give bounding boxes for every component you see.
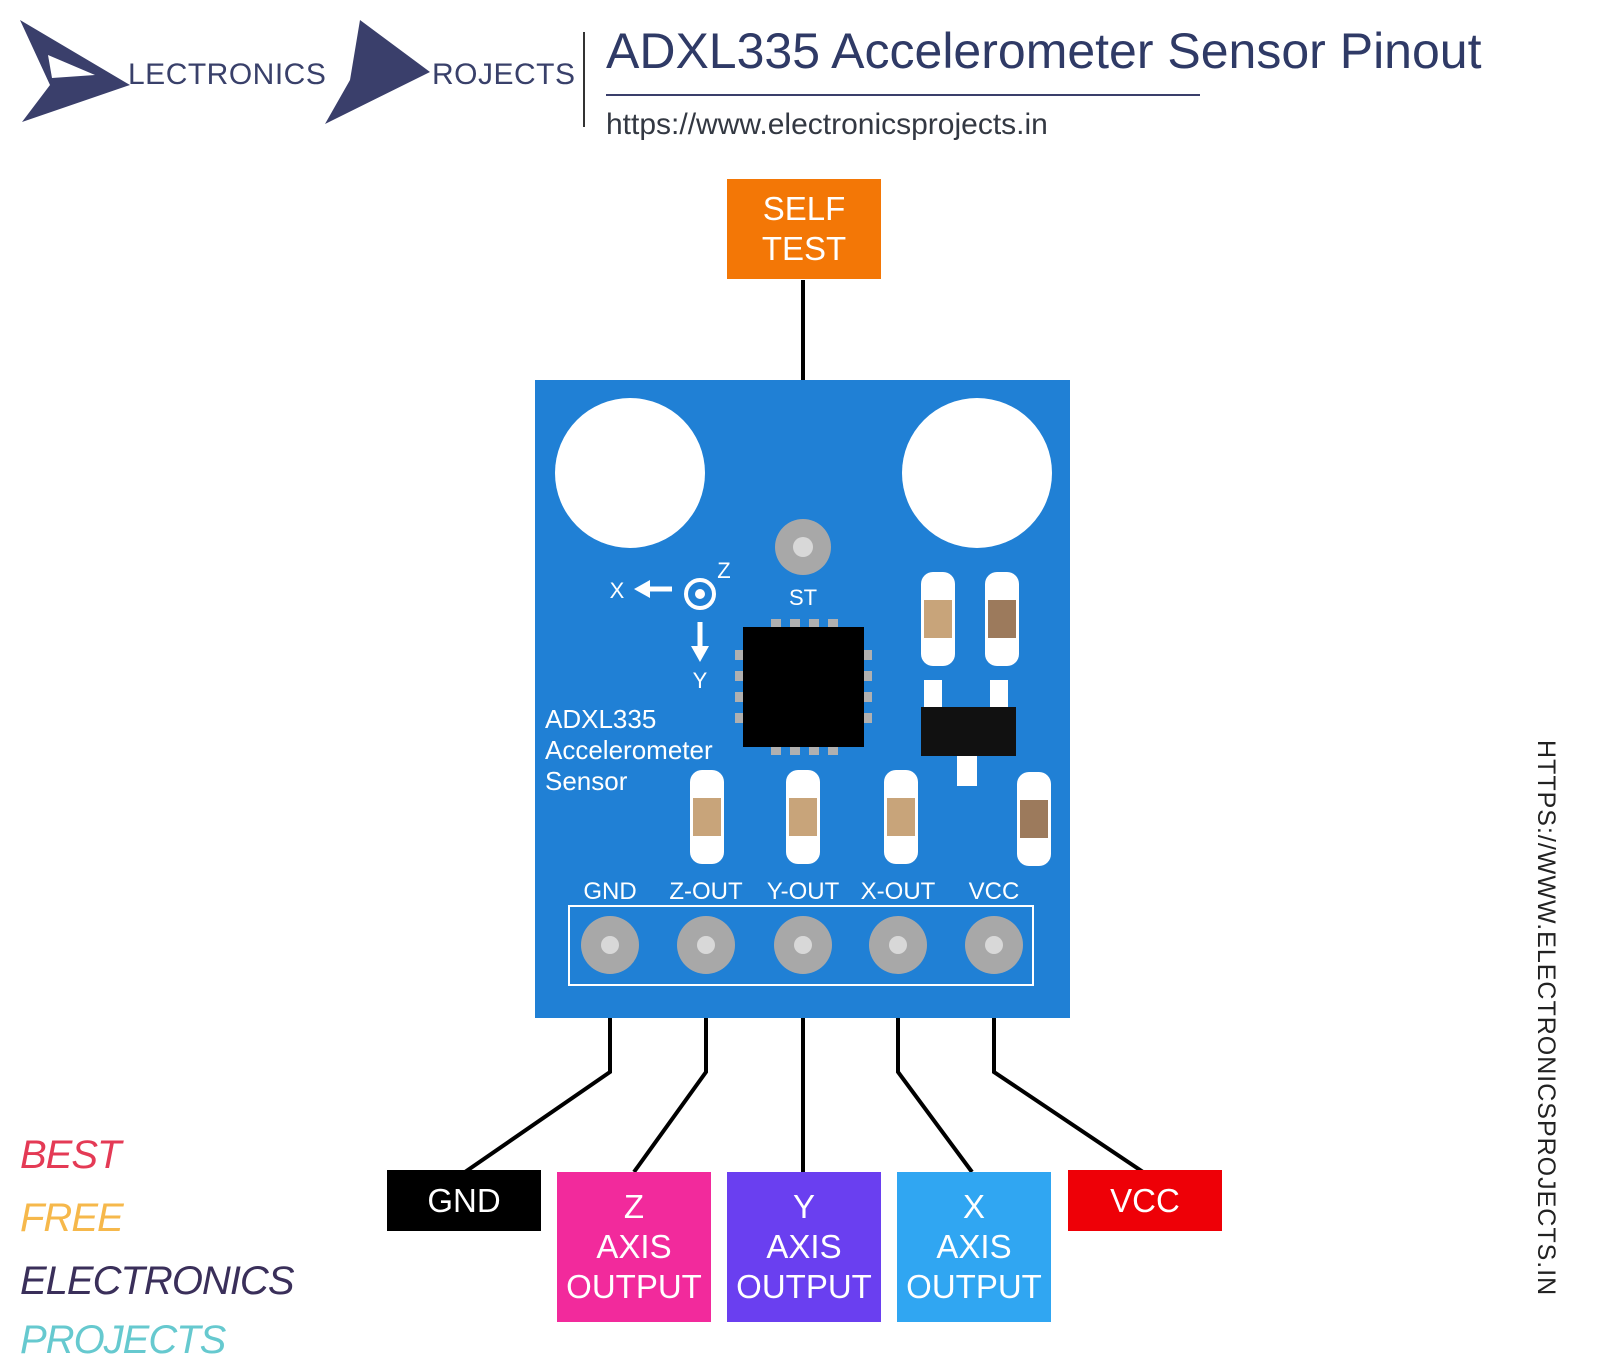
- mounting-hole-right: [902, 398, 1052, 548]
- z-axis-icon: [684, 578, 716, 610]
- st-pad: [775, 519, 831, 575]
- pin-header-outline: [568, 905, 1034, 986]
- header-pads: [581, 916, 1023, 974]
- page-title: ADXL335 Accelerometer Sensor Pinout: [606, 23, 1482, 79]
- pin-label-z-out: Z-OUT: [669, 878, 743, 905]
- z-axis-dot: [695, 589, 705, 599]
- ic-pins: [735, 619, 872, 755]
- label-vcc: VCC: [1068, 1170, 1222, 1231]
- board-text: X Z Y ST ADXL335 Accelerometer Sensor GN…: [545, 558, 1019, 905]
- wire-vcc: [992, 945, 1145, 1174]
- st-pad-hole: [793, 537, 813, 557]
- voltage-regulator: [921, 707, 1016, 756]
- pin-label-y-out: Y-OUT: [767, 878, 840, 905]
- logo-graphic: [20, 20, 430, 124]
- y-arrow-head: [691, 646, 709, 662]
- pin-label-vcc: VCC: [969, 878, 1020, 905]
- regulator-lead-3: [957, 750, 977, 786]
- label-gnd: GND: [387, 1170, 541, 1231]
- axis-y-label: Y: [693, 668, 708, 693]
- brand-projects: PROJECTS: [20, 1318, 226, 1362]
- wires: [463, 280, 1145, 1174]
- title-underline: [606, 94, 1200, 96]
- board-name-line1: ADXL335: [545, 704, 656, 734]
- regulator-lead-1: [924, 680, 942, 710]
- brand-electronics: ELECTRONICS: [20, 1259, 294, 1303]
- mounting-hole-left: [555, 398, 705, 548]
- logo-word-projects: ROJECTS: [432, 58, 576, 91]
- label-self-test: SELF TEST: [727, 179, 881, 279]
- wire-z: [632, 945, 708, 1174]
- pcb-board: [535, 380, 1070, 1018]
- regulator-lead-2: [990, 680, 1008, 710]
- adxl335-chip: [743, 627, 864, 747]
- logo-p-triangle: [325, 20, 430, 124]
- axis-x-label: X: [610, 578, 625, 603]
- header-divider: [583, 32, 585, 127]
- board-name-line2: Accelerometer: [545, 735, 713, 765]
- label-x-axis-output: X AXIS OUTPUT: [897, 1172, 1051, 1322]
- board-name-line3: Sensor: [545, 766, 628, 796]
- wire-gnd: [463, 945, 612, 1174]
- x-arrow-head: [634, 580, 650, 598]
- label-z-axis-output: Z AXIS OUTPUT: [557, 1172, 711, 1322]
- label-y-axis-output: Y AXIS OUTPUT: [727, 1172, 881, 1322]
- pin-label-x-out: X-OUT: [861, 878, 936, 905]
- logo-word-electronics: LECTRONICS: [128, 58, 327, 91]
- pin-label-gnd: GND: [583, 878, 636, 905]
- logo-e-notch: [48, 55, 95, 78]
- brand-best: BEST: [20, 1133, 121, 1177]
- smd-components: [690, 572, 1051, 866]
- axis-z-label: Z: [717, 558, 730, 583]
- side-url: HTTPS://WWW.ELECTRONICSPROJECTS.IN: [1532, 740, 1560, 1297]
- site-url: https://www.electronicsprojects.in: [606, 108, 1048, 141]
- st-pin-label: ST: [789, 585, 817, 610]
- wire-x: [896, 945, 974, 1174]
- brand-free: FREE: [20, 1196, 124, 1240]
